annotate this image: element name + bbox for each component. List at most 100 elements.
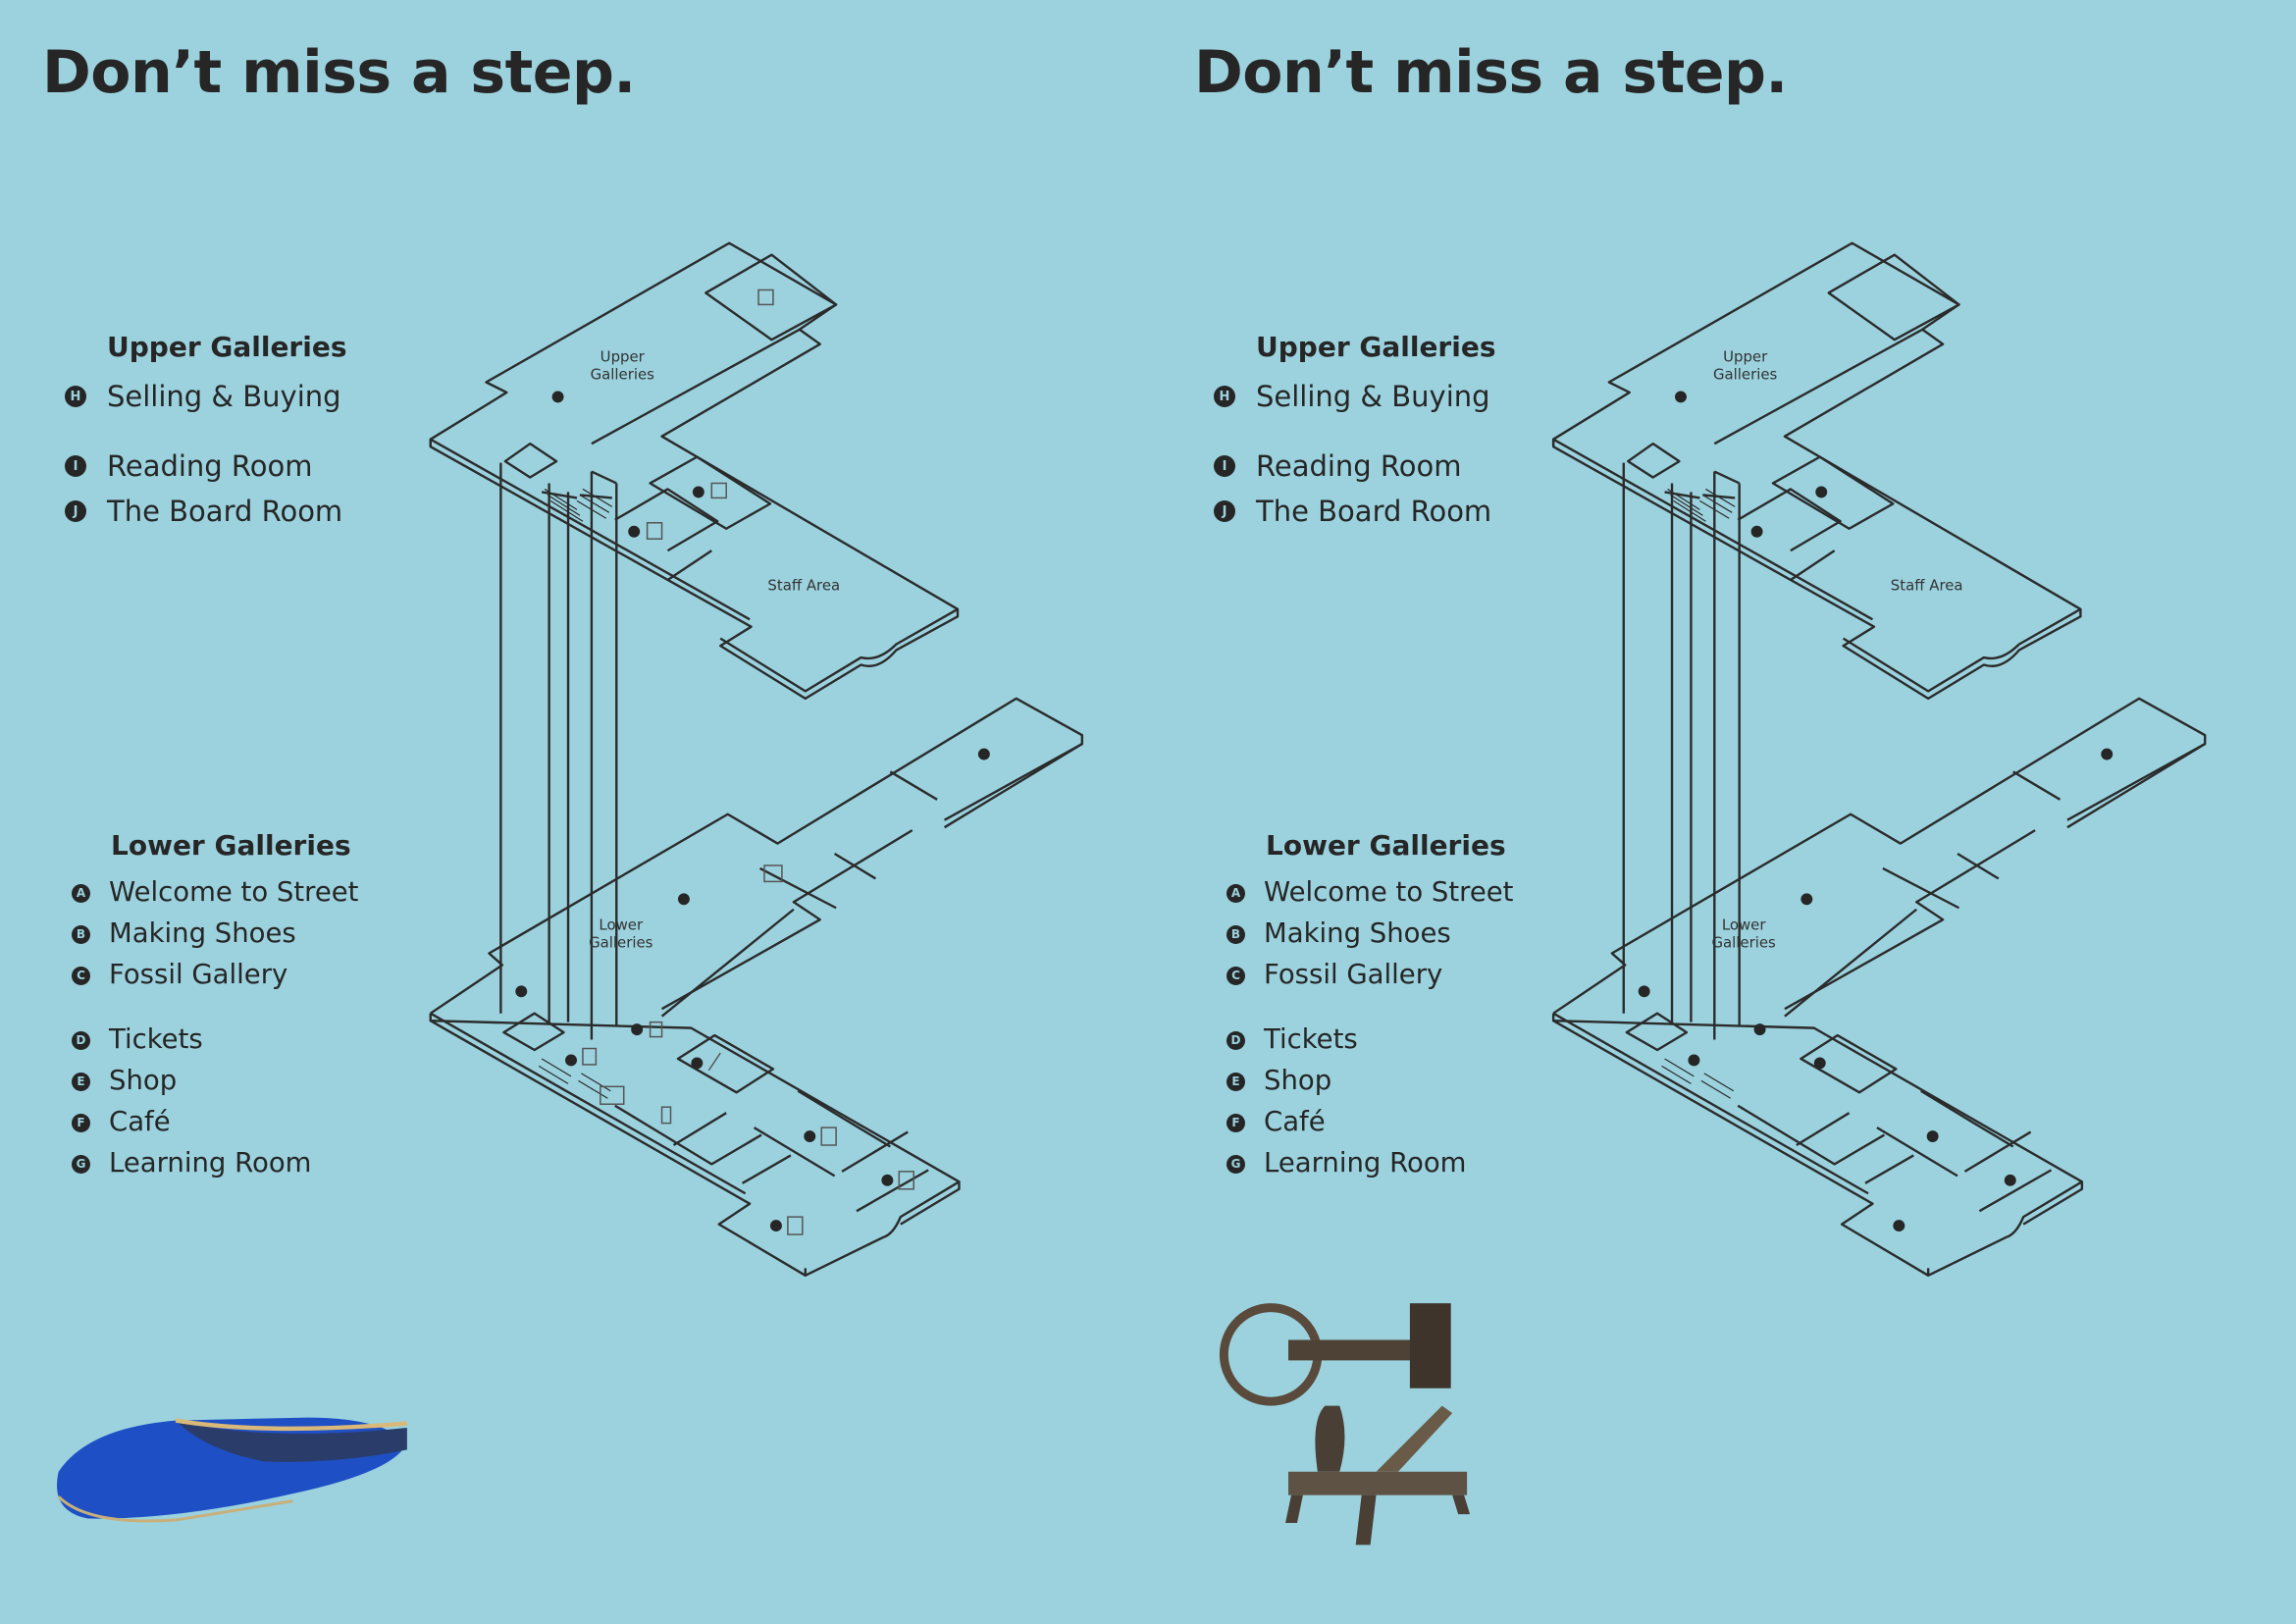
marker-f-icon (769, 1220, 782, 1232)
legend-label: Fossil Gallery (109, 959, 288, 991)
legend-item: F Café (1226, 1102, 1513, 1143)
marker-a-icon (1638, 985, 1650, 998)
toilet-icon (757, 288, 774, 306)
marker-icon: G (1226, 1154, 1245, 1174)
marker-icon: H (65, 386, 86, 407)
map-label-upper: Galleries (1713, 366, 1778, 384)
legend-item: C Fossil Gallery (1226, 955, 1513, 996)
legend-label: Welcome to Street (1264, 876, 1514, 909)
marker-i-icon (1750, 525, 1763, 538)
legend-label: Making Shoes (109, 917, 296, 950)
toilet-icon (660, 1106, 672, 1125)
marker-e-icon (1688, 1054, 1700, 1067)
map-label-staff: Staff Area (767, 576, 840, 594)
blue-slipper-image (57, 1417, 408, 1523)
marker-icon: F (1226, 1113, 1245, 1132)
cafe-icon (820, 1126, 837, 1146)
marker-f-icon (881, 1174, 894, 1186)
sewing-machine-image (1219, 1303, 1471, 1545)
marker-icon: G (72, 1154, 90, 1174)
map-label-upper: Upper (600, 348, 646, 366)
legend-item: F Café (72, 1102, 358, 1143)
legend-label: Reading Room (107, 448, 313, 483)
map-markers (1638, 391, 2113, 1232)
legend-label: Learning Room (109, 1147, 312, 1179)
legend-item: C Fossil Gallery (72, 955, 358, 996)
meeting-icon (710, 482, 727, 499)
marker-icon: A (72, 883, 90, 903)
map-label-staff: Staff Area (1891, 576, 1963, 594)
legend-label: Making Shoes (1264, 917, 1451, 950)
marker-icon: B (1226, 924, 1245, 944)
legend-label: The Board Room (107, 494, 343, 528)
pencil-icon (707, 1052, 721, 1072)
marker-f-icon (804, 1130, 816, 1143)
legend-heading: Upper Galleries (107, 331, 347, 363)
legend-item: G Learning Room (72, 1143, 358, 1184)
map-label-lower: Lower (599, 917, 644, 934)
legend-label: Reading Room (1256, 448, 1462, 483)
legend-item: J The Board Room (1214, 489, 1496, 534)
legend-heading: Upper Galleries (1256, 331, 1496, 363)
marker-j-icon (692, 486, 704, 498)
map-label-upper: Upper (1723, 348, 1768, 366)
marker-icon: F (72, 1113, 90, 1132)
book-icon (646, 522, 663, 540)
legend-item: J The Board Room (65, 489, 347, 534)
marker-f-icon (1926, 1130, 1939, 1143)
map-label-upper: Galleries (591, 366, 655, 384)
marker-f-icon (2004, 1174, 2016, 1186)
left-panel: Upper Galleries Staff Area Lower Galleri… (42, 38, 1084, 1523)
legend-label: Fossil Gallery (1264, 959, 1443, 991)
cafe-icon (898, 1171, 914, 1190)
map-markers (515, 391, 990, 1232)
page-title: Don’t miss a step. (1194, 38, 1788, 107)
marker-j-icon (1815, 486, 1828, 498)
accessible-icon (763, 864, 783, 883)
marker-f-icon (1893, 1220, 1905, 1232)
marker-icon: B (72, 924, 90, 944)
ticket-icon (649, 1021, 663, 1038)
legend-heading: Lower Galleries (111, 829, 351, 862)
marker-d-icon (631, 1023, 644, 1036)
marker-icon: J (65, 500, 86, 522)
marker-i-icon (628, 525, 641, 538)
map-label-lower: Galleries (1711, 934, 1776, 952)
isometric-floor-map: Upper Galleries Staff Area Lower Galleri… (57, 241, 1084, 1523)
legend-item: D Tickets (72, 1020, 358, 1061)
marker-icon: C (72, 966, 90, 985)
shop-bag-icon (582, 1047, 598, 1066)
marker-icon: H (1214, 386, 1235, 407)
marker-icon: E (1226, 1072, 1245, 1091)
marker-icon: E (72, 1072, 90, 1091)
legend-label: Tickets (1264, 1023, 1358, 1056)
legend-label: Selling & Buying (1256, 379, 1490, 413)
marker-icon: I (65, 455, 86, 477)
marker-h-icon (551, 391, 564, 403)
marker-e-icon (565, 1054, 577, 1067)
legend-item: I Reading Room (65, 444, 347, 489)
legend-label: Café (109, 1106, 171, 1138)
legend-item: B Making Shoes (1226, 914, 1513, 955)
page-title: Don’t miss a step. (42, 38, 636, 107)
marker-icon: J (1214, 500, 1235, 522)
legend-item: D Tickets (1226, 1020, 1513, 1061)
legend-label: The Board Room (1256, 494, 1492, 528)
legend-label: Café (1264, 1106, 1326, 1138)
marker-icon: C (1226, 966, 1245, 985)
marker-icon: D (1226, 1030, 1245, 1050)
legend-label: Tickets (109, 1023, 203, 1056)
marker-g-icon (691, 1057, 704, 1070)
legend-item: B Making Shoes (72, 914, 358, 955)
marker-icon: D (72, 1030, 90, 1050)
right-panel: Upper Galleries Staff Area Lower Galleri… (1152, 0, 2296, 1624)
